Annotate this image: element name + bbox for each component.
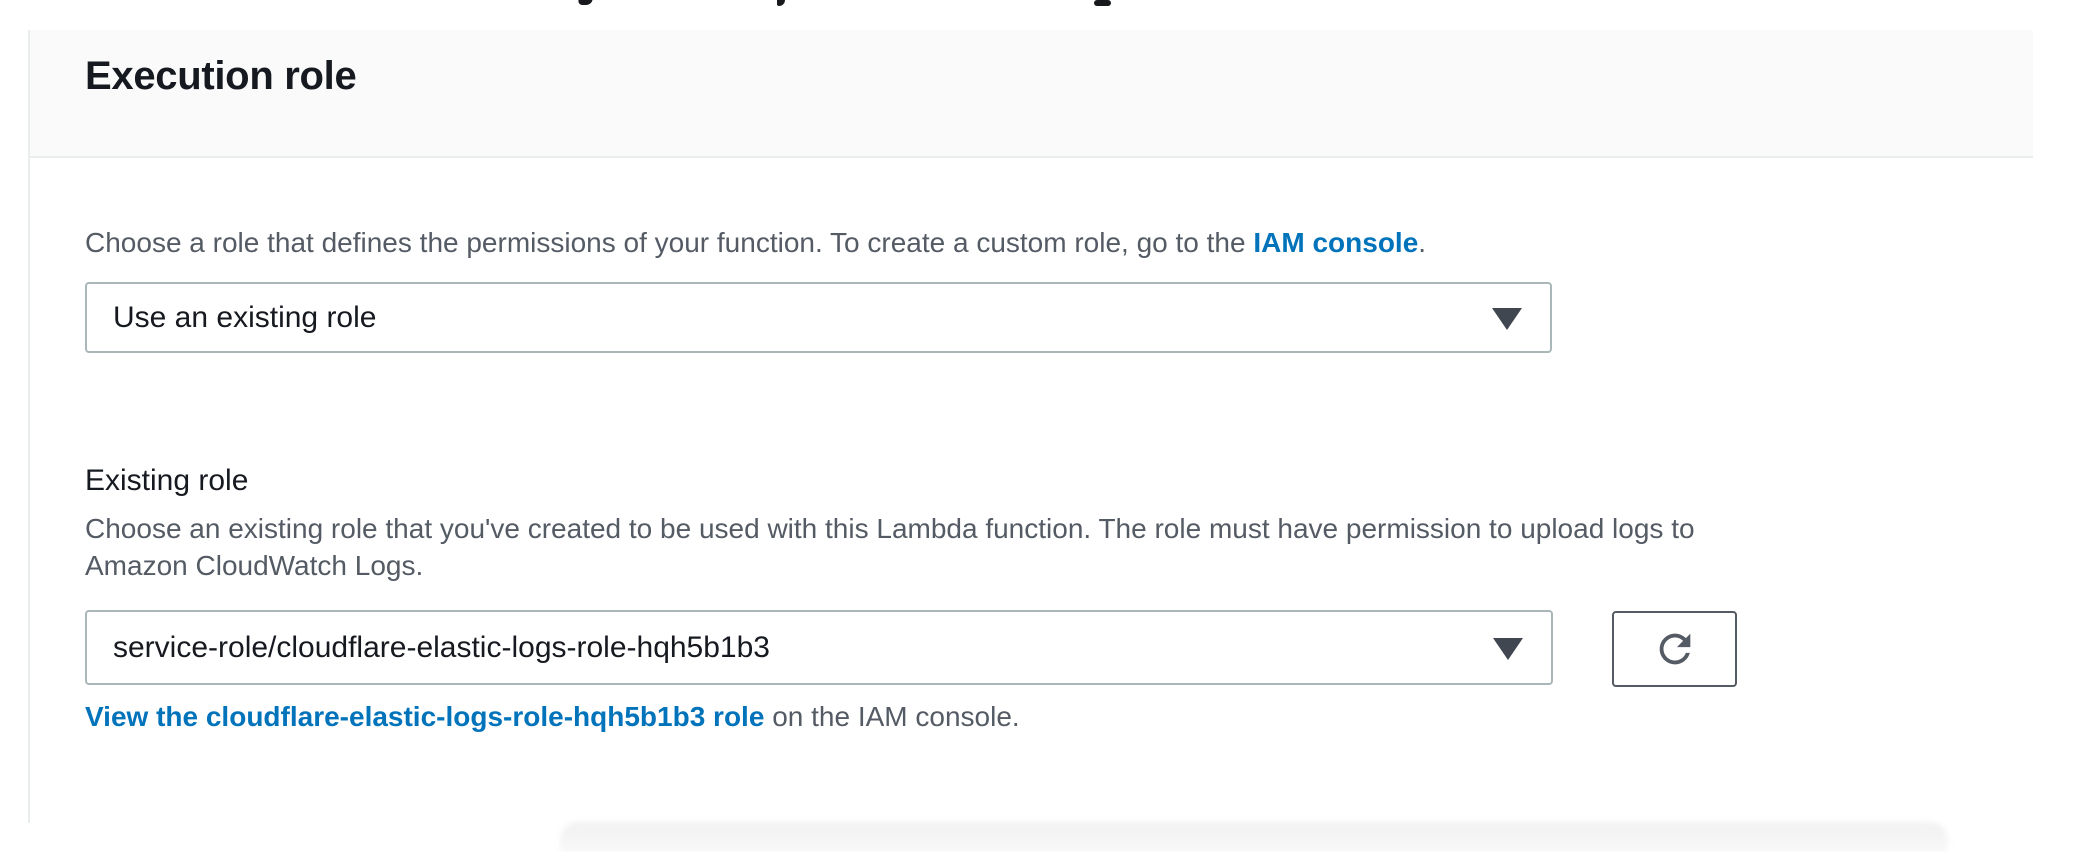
view-role-link[interactable]: View the cloudflare-elastic-logs-role-hq… xyxy=(85,701,765,732)
description-line: Choose an existing role that you've crea… xyxy=(85,513,1695,544)
caret-down-icon xyxy=(1492,307,1522,330)
existing-role-description: Choose an existing role that you've crea… xyxy=(85,510,1695,584)
caret-down-icon xyxy=(1493,637,1523,660)
intro-text-suffix: . xyxy=(1418,227,1427,258)
clipped-text-fragment xyxy=(1094,0,1111,6)
existing-role-label: Existing role xyxy=(85,464,249,497)
iam-console-link[interactable]: IAM console xyxy=(1253,227,1419,258)
role-source-select[interactable]: Use an existing role xyxy=(85,282,1552,353)
section-title: Execution role xyxy=(85,54,357,98)
clipped-text-fragment xyxy=(777,0,785,6)
existing-role-select[interactable]: service-role/cloudflare-elastic-logs-rol… xyxy=(85,610,1553,685)
view-role-row: View the cloudflare-elastic-logs-role-hq… xyxy=(85,700,1020,734)
refresh-icon xyxy=(1652,626,1698,672)
role-intro-text: Choose a role that defines the permissio… xyxy=(85,226,1426,260)
description-line: Amazon CloudWatch Logs. xyxy=(85,550,424,581)
clipped-text-fragment xyxy=(577,0,593,5)
section-header: Execution role xyxy=(30,30,2033,158)
existing-role-select-value: service-role/cloudflare-elastic-logs-rol… xyxy=(113,630,770,664)
execution-role-section: Execution role Choose a role that define… xyxy=(28,30,2033,823)
role-source-select-value: Use an existing role xyxy=(113,300,377,334)
intro-text: Choose a role that defines the permissio… xyxy=(85,227,1254,258)
next-section-edge xyxy=(560,822,1948,852)
view-role-suffix: on the IAM console. xyxy=(764,701,1020,732)
refresh-roles-button[interactable] xyxy=(1612,611,1737,687)
